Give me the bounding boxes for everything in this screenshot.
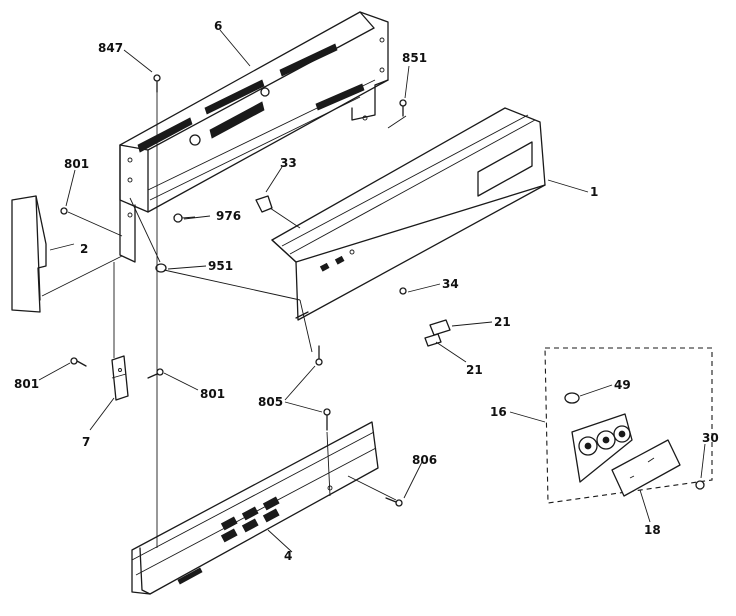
callout-851: 851 — [402, 51, 427, 65]
part-16-switch-module — [544, 347, 713, 504]
callout-34: 34 — [442, 277, 459, 291]
callout-806: 806 — [412, 453, 437, 467]
leader-lines — [38, 29, 706, 553]
callout-30: 30 — [702, 431, 719, 445]
callout-2: 2 — [80, 242, 88, 256]
callout-801-right: 801 — [200, 387, 225, 401]
callout-16: 16 — [490, 405, 507, 419]
part-1-control-panel — [271, 107, 546, 321]
callout-18: 18 — [644, 523, 661, 537]
part-7-bracket — [111, 355, 129, 401]
callout-801-left: 801 — [14, 377, 39, 391]
callout-951: 951 — [208, 259, 233, 273]
callout-1: 1 — [590, 185, 598, 199]
callout-6: 6 — [214, 19, 222, 33]
callout-33: 33 — [280, 156, 297, 170]
part-2-end-cap — [11, 195, 47, 313]
callout-976: 976 — [216, 209, 241, 223]
callout-21-upper: 21 — [494, 315, 511, 329]
callout-labels: 847 6 851 801 33 1 2 976 951 34 21 21 80… — [14, 19, 719, 563]
part-4-lower-panel — [131, 421, 379, 595]
callout-7: 7 — [82, 435, 90, 449]
callout-49: 49 — [614, 378, 631, 392]
callout-805: 805 — [258, 395, 283, 409]
callout-21-lower: 21 — [466, 363, 483, 377]
part-6-backguard-frame — [119, 11, 389, 263]
callout-4: 4 — [284, 549, 292, 563]
small-parts — [60, 74, 705, 507]
callout-801-top: 801 — [64, 157, 89, 171]
callout-847: 847 — [98, 41, 123, 55]
